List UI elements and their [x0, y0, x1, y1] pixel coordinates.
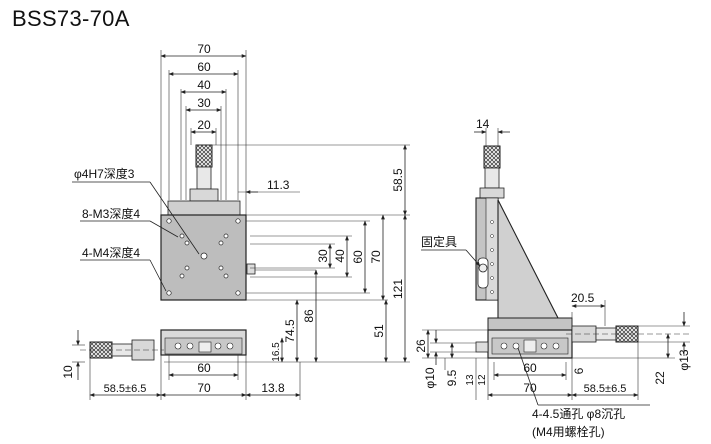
dim-12: 12: [477, 374, 488, 386]
dim-r-86: 86: [302, 309, 316, 323]
dim-r-121: 121: [391, 279, 405, 299]
micrometer-sleeve: [196, 166, 212, 190]
label-fixture: 固定具: [421, 234, 457, 249]
fixture-clamp: [477, 257, 489, 289]
side-dim-58-5-tol: 58.5±6.5: [584, 383, 627, 395]
dim-phi13: φ13: [677, 349, 691, 370]
dim-phi10: φ10: [423, 367, 437, 388]
dim-20-5: 20.5: [571, 291, 595, 305]
dim-bottom-70: 70: [197, 381, 211, 395]
dim-9-5: 9.5: [445, 369, 459, 386]
dim-58-5-tol: 58.5±6.5: [104, 383, 147, 395]
table-holes: [166, 218, 241, 296]
dim-58-5: 58.5: [391, 168, 405, 192]
dim-r-74-5: 74.5: [283, 319, 297, 343]
dim-11-3: 11.3: [267, 178, 290, 192]
micrometer-thimble: [195, 144, 213, 168]
dim-bottom-60: 60: [197, 361, 211, 375]
dim-r-30: 30: [316, 249, 330, 263]
dim-r-70: 70: [369, 250, 383, 264]
dim-6: 6: [572, 367, 586, 374]
dim-top-70: 70: [197, 42, 211, 56]
callout-phi4h7: φ4H7深度3: [74, 166, 135, 181]
dim-13: 13: [465, 374, 476, 386]
side-view: 14 固定具: [414, 117, 691, 439]
dim-16-5: 16.5: [271, 342, 282, 362]
callout-8-m3: 8-M3深度4: [82, 206, 140, 221]
dim-top-20: 20: [197, 118, 211, 132]
front-view: 70 60 40 30 20: [61, 42, 410, 400]
dim-r-40: 40: [333, 249, 347, 263]
side-dim-bottom-60: 60: [523, 361, 537, 375]
callout-4-m4: 4-M4深度4: [82, 245, 140, 260]
model-title: BSS73-70A: [12, 6, 130, 31]
dim-14: 14: [476, 117, 490, 131]
dim-13-8: 13.8: [261, 381, 285, 395]
note-holes: 4-4.5通孔 φ8沉孔: [532, 407, 625, 421]
note-bolt-holes: (M4用螺栓孔): [532, 424, 605, 439]
dim-r-60: 60: [351, 250, 365, 264]
dim-26: 26: [414, 339, 428, 353]
bracket-gusset: [497, 199, 559, 319]
dim-22: 22: [653, 371, 667, 385]
dim-top-40: 40: [197, 78, 211, 92]
dim-r-51: 51: [372, 324, 386, 338]
dim-top-30: 30: [197, 96, 211, 110]
dim-10: 10: [61, 365, 75, 379]
dim-top-60: 60: [197, 60, 211, 74]
